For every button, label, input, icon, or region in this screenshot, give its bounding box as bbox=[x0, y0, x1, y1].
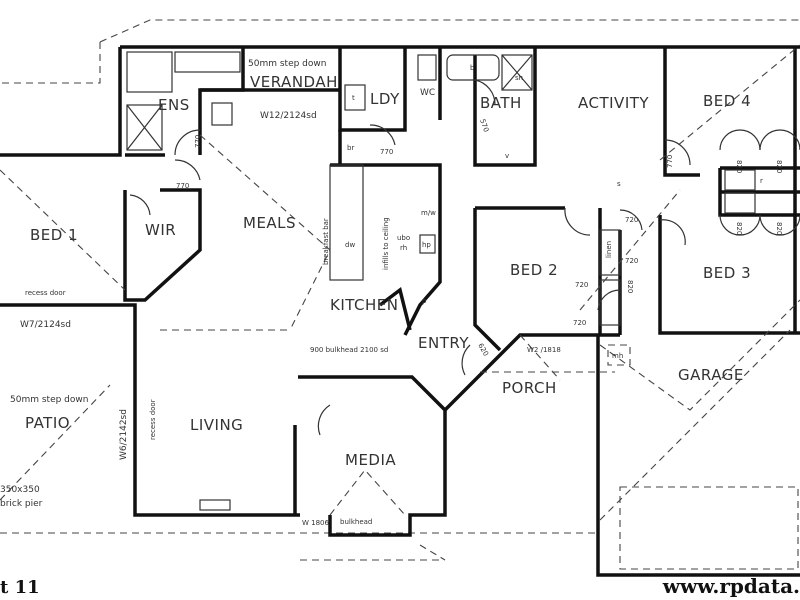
door-size: 620 bbox=[476, 342, 490, 358]
door-size: 720 bbox=[573, 319, 586, 327]
room-label-bath: BATH bbox=[480, 94, 522, 112]
door-size: 820 bbox=[735, 160, 743, 173]
dishwasher-label: dw bbox=[345, 241, 355, 249]
bulkhead-label: bulkhead bbox=[340, 518, 372, 526]
window-1806: W 1806 bbox=[302, 519, 330, 527]
room-label-garage: GARAGE bbox=[678, 366, 744, 384]
door-size: 820 bbox=[775, 160, 783, 173]
eave-line bbox=[99, 19, 800, 43]
robe-label: r bbox=[760, 177, 763, 185]
room-label-patio: PATIO bbox=[25, 414, 70, 432]
door-size: 770 bbox=[176, 182, 189, 190]
walls bbox=[0, 45, 800, 577]
door-size: 720 bbox=[625, 216, 638, 224]
room-label-meals: MEALS bbox=[243, 214, 296, 232]
recess-door-living: recess door bbox=[149, 399, 157, 440]
window-w2: W2 /1818 bbox=[527, 346, 561, 354]
room-label-bed2: BED 2 bbox=[510, 261, 558, 279]
ceiling-lines bbox=[0, 44, 800, 561]
door-size: 820 bbox=[735, 222, 743, 235]
recess-door-note: recess door bbox=[25, 289, 66, 297]
room-label-porch: PORCH bbox=[502, 379, 557, 397]
room-label-activity: ACTIVITY bbox=[578, 94, 649, 112]
bath-label: b bbox=[470, 64, 475, 72]
room-label-ens: ENS bbox=[158, 96, 190, 114]
ubo-label: ubo bbox=[397, 234, 410, 242]
room-label-verandah: VERANDAH bbox=[250, 73, 338, 91]
room-label-bed3: BED 3 bbox=[703, 264, 751, 282]
room-label-bed1: BED 1 bbox=[30, 226, 78, 244]
watermark-rpdata: www.rpdata. bbox=[662, 574, 800, 598]
door-size: 820 bbox=[626, 280, 634, 293]
room-label-kitchen: KITCHEN bbox=[330, 296, 399, 314]
room-label-media: MEDIA bbox=[345, 451, 396, 469]
window-w7: W7/2124sd bbox=[20, 320, 71, 330]
hotplate-label: hp bbox=[422, 241, 431, 249]
room-label-entry: ENTRY bbox=[418, 334, 469, 352]
door-size: 770 bbox=[194, 135, 202, 148]
vanity-label: v bbox=[505, 152, 509, 160]
room-label-bed4: BED 4 bbox=[703, 92, 751, 110]
door-size: 770 bbox=[380, 148, 393, 156]
microwave-label: m/w bbox=[421, 209, 436, 217]
fixtures bbox=[126, 51, 799, 570]
eave-line-left bbox=[0, 42, 101, 84]
brick-pier-size: 350x350 bbox=[0, 485, 40, 495]
room-label-wc: WC bbox=[420, 88, 435, 98]
door-size: 570 bbox=[478, 118, 490, 133]
door-swings bbox=[129, 79, 800, 436]
linen-label: linen bbox=[605, 241, 613, 258]
broom-label: br bbox=[347, 144, 354, 152]
rh-label: rh bbox=[400, 244, 407, 252]
lot-number: t 11 bbox=[0, 577, 40, 598]
patio-note: 50mm step down bbox=[10, 395, 88, 405]
smoke-detector-label: s bbox=[617, 180, 621, 188]
door-size: 770 bbox=[666, 155, 674, 168]
shower-label: sh bbox=[515, 74, 523, 82]
breakfast-bar-note: breakfast bar bbox=[322, 218, 330, 265]
room-label-ldy: LDY bbox=[370, 90, 400, 108]
pantry-label: p bbox=[422, 297, 427, 305]
door-size: 820 bbox=[775, 222, 783, 235]
manhole-label: mh bbox=[612, 352, 623, 360]
room-label-living: LIVING bbox=[190, 416, 243, 434]
room-label-wir: WIR bbox=[145, 221, 176, 239]
infills-note: infills to ceiling bbox=[382, 217, 390, 270]
verandah-note: 50mm step down bbox=[248, 59, 326, 69]
tub-label: t bbox=[352, 94, 355, 102]
verandah-window: W12/2124sd bbox=[260, 111, 317, 121]
brick-pier: brick pier bbox=[0, 499, 43, 509]
window-w6: W6/2142sd bbox=[119, 409, 129, 460]
door-size: 720 bbox=[575, 281, 588, 289]
door-size: 720 bbox=[625, 257, 638, 265]
bulkhead-note: 900 bulkhead 2100 sd bbox=[310, 346, 388, 354]
